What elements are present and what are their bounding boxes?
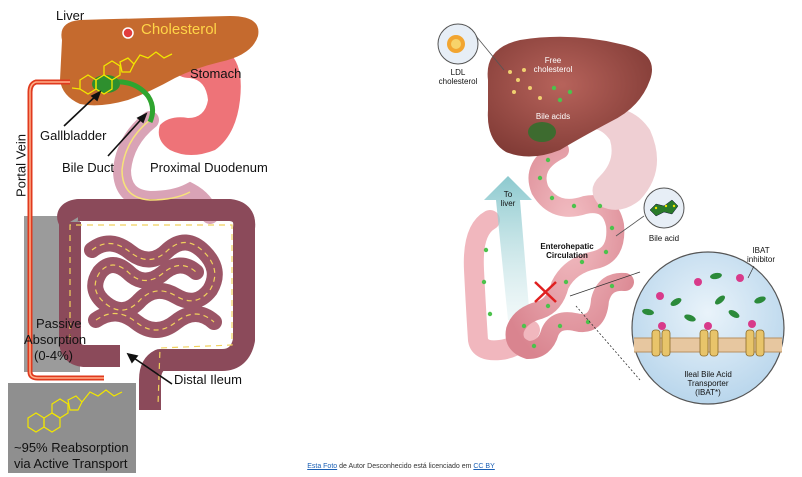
ibat-inhibitors <box>656 274 756 330</box>
ibat-transporters <box>651 329 765 357</box>
label-to: To <box>503 190 513 199</box>
right-liver-shape <box>487 36 652 157</box>
cholesterol-dots <box>508 68 542 100</box>
label-passive-percent: (0-4%) <box>34 348 74 363</box>
label-portal-vein: Portal Vein <box>13 134 29 197</box>
label-absorption: Absorption <box>24 332 87 347</box>
license-link[interactable]: CC BY <box>473 463 495 470</box>
label-ldl: LDL <box>450 68 466 77</box>
label-gallbladder: Gallbladder <box>40 128 107 143</box>
bile-duct-shape <box>111 79 156 123</box>
label-ibat-star: (IBAT*) <box>695 388 721 397</box>
small-intestine-shape <box>84 234 223 338</box>
right-intestine-shape <box>505 141 634 360</box>
label-distal-ileum: Distal Ileum <box>174 372 242 387</box>
label-free: Free <box>544 56 562 65</box>
label-circulation: Circulation <box>546 251 588 260</box>
cholesterol-molecule <box>71 51 173 95</box>
label-ibat: IBAT <box>752 246 770 255</box>
label-bile-acids: Bile acids <box>535 112 571 121</box>
label-free-cholesterol: cholesterol <box>533 65 573 74</box>
label-transporter: Transporter <box>687 379 729 388</box>
label-passive: Passive <box>36 316 82 331</box>
attribution-caption: Esta Foto de Autor Desconhecido está lic… <box>0 463 802 470</box>
photo-link[interactable]: Esta Foto <box>307 463 338 470</box>
pointer-arrows <box>63 90 173 385</box>
label-bile-acid: Bile acid <box>648 234 680 243</box>
right-stomach-shape <box>588 107 658 210</box>
blocked-x-mark <box>534 281 557 303</box>
label-active-transport: via Active Transport <box>14 456 128 471</box>
label-liver-dest: liver <box>500 199 516 208</box>
label-reabsorption: ~95% Reabsorption <box>14 440 129 455</box>
label-inhibitor: inhibitor <box>746 255 775 264</box>
label-enterohepatic: Enterohepatic <box>540 242 594 251</box>
label-stomach: Stomach <box>190 66 242 81</box>
label-ileal-bile-acid: Ileal Bile Acid <box>684 370 732 379</box>
ibat-bile-acids <box>642 272 766 322</box>
bile-acid-molecule <box>27 389 123 433</box>
large-intestine-shape <box>57 199 256 410</box>
label-bile-duct: Bile Duct <box>62 160 115 175</box>
right-panel <box>437 23 785 405</box>
left-panel <box>8 16 259 473</box>
label-ldl-cholesterol: cholesterol <box>438 77 478 86</box>
label-liver: Liver <box>56 8 85 23</box>
to-liver-arrow <box>484 176 532 320</box>
caption-text: de Autor Desconhecido está licenciado em <box>337 463 474 470</box>
label-proximal-duodenum: Proximal Duodenum <box>150 160 268 175</box>
label-cholesterol: Cholesterol <box>141 21 217 38</box>
bile-acid-dots <box>481 85 615 349</box>
